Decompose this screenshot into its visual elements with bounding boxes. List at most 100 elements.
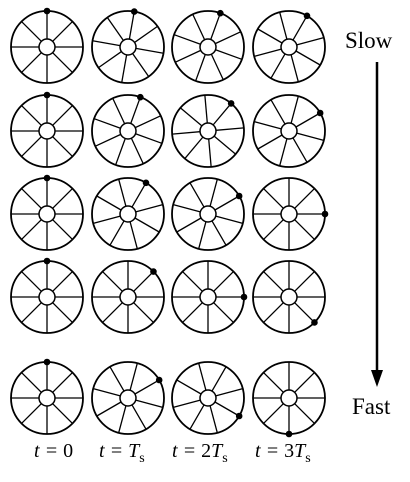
wheel-spoke bbox=[270, 99, 286, 125]
wheel-spoke bbox=[294, 271, 315, 292]
wheel-spoke bbox=[21, 372, 42, 393]
wheel-spoke bbox=[21, 403, 42, 424]
wheel-spoke bbox=[134, 217, 160, 233]
wheel-spoke bbox=[131, 404, 147, 430]
wheel-hub bbox=[38, 38, 56, 56]
wheel-spoke bbox=[118, 405, 127, 433]
wheel-spoke bbox=[102, 271, 123, 292]
wheel-hub bbox=[119, 288, 137, 306]
wheel bbox=[10, 358, 84, 435]
wheel-spoke bbox=[173, 204, 201, 213]
wheel-spoke bbox=[208, 138, 212, 167]
wheel bbox=[91, 361, 165, 435]
wheel-spoke bbox=[96, 401, 122, 417]
wheel-spoke bbox=[184, 136, 204, 159]
wheel-spoke bbox=[129, 363, 138, 391]
wheel-spoke bbox=[21, 105, 42, 126]
wheel-spoke bbox=[213, 302, 234, 323]
wheel-spoke bbox=[263, 372, 284, 393]
wheel bbox=[10, 257, 84, 334]
wheel-spoke bbox=[263, 403, 284, 424]
wheel-spoke bbox=[135, 47, 164, 54]
wheel-hub bbox=[119, 38, 137, 56]
wheel-spoke bbox=[134, 379, 160, 395]
wheel-spoke bbox=[189, 182, 205, 208]
wheel bbox=[252, 260, 326, 334]
wheel-spoke bbox=[290, 96, 299, 124]
wheel-spoke bbox=[213, 271, 234, 292]
wheel bbox=[252, 177, 329, 251]
wheel-spoke bbox=[198, 221, 207, 249]
wheel-spoke bbox=[295, 50, 321, 66]
wheel-spoke bbox=[173, 34, 201, 45]
wheel-spoke bbox=[112, 98, 126, 125]
wheel-spoke bbox=[263, 302, 284, 323]
wheel-hub bbox=[38, 122, 56, 140]
marker-dot bbox=[321, 210, 329, 218]
wheel bbox=[91, 93, 165, 168]
wheel-spoke bbox=[134, 25, 158, 43]
wheel-hub bbox=[280, 389, 298, 407]
wheel-spoke bbox=[21, 21, 42, 42]
wheel-spoke bbox=[211, 366, 227, 392]
wheel-spoke bbox=[254, 121, 282, 130]
wheel bbox=[171, 94, 245, 168]
wheel-spoke bbox=[270, 53, 286, 79]
wheel-spoke bbox=[121, 54, 128, 83]
wheel-spoke bbox=[130, 96, 141, 124]
wheel-spoke bbox=[198, 363, 207, 391]
wheel-spoke bbox=[128, 11, 135, 40]
wheel-spoke bbox=[93, 118, 121, 129]
time-label-t2: t = 2Ts bbox=[172, 440, 228, 466]
wheel-spoke bbox=[176, 379, 202, 395]
wheel-spoke bbox=[175, 49, 202, 63]
marker-dot bbox=[316, 109, 324, 117]
wheel-spoke bbox=[135, 133, 163, 144]
wheel-spoke bbox=[263, 271, 284, 292]
wheel-hub bbox=[199, 122, 217, 140]
wheel bbox=[91, 260, 165, 334]
wheel-spoke bbox=[254, 48, 282, 57]
wheel-spoke bbox=[52, 302, 73, 323]
wheel-hub bbox=[280, 205, 298, 223]
wheel-spoke bbox=[133, 271, 154, 292]
marker-dot bbox=[285, 430, 293, 438]
wheel bbox=[171, 361, 245, 435]
wheel-spoke bbox=[214, 195, 240, 211]
marker-dot bbox=[240, 293, 248, 301]
wheel-spoke bbox=[209, 405, 218, 433]
wheel-spoke bbox=[294, 403, 315, 424]
wheel-spoke bbox=[21, 188, 42, 209]
wheel-hub bbox=[38, 389, 56, 407]
wheel-hub bbox=[280, 288, 298, 306]
wheel-spoke bbox=[257, 28, 283, 44]
wheel-spoke bbox=[134, 115, 161, 129]
wheel-hub bbox=[119, 205, 137, 223]
wheel-spoke bbox=[130, 137, 144, 164]
wheel bbox=[10, 91, 84, 168]
wheel-spoke bbox=[135, 399, 163, 408]
wheel-spoke bbox=[118, 179, 127, 207]
wheel-spoke bbox=[21, 52, 42, 73]
wheel-spoke bbox=[115, 138, 126, 166]
wheel-spoke bbox=[52, 372, 73, 393]
marker-dot bbox=[150, 268, 157, 275]
wheel-spoke bbox=[192, 14, 206, 41]
wheel-spoke bbox=[52, 52, 73, 73]
wheel-spoke bbox=[21, 302, 42, 323]
wheel-spoke bbox=[92, 40, 121, 47]
wheel-spoke bbox=[215, 49, 243, 60]
wheel-spoke bbox=[215, 388, 243, 397]
wheel-spoke bbox=[292, 137, 308, 163]
wheel-spoke bbox=[109, 366, 125, 392]
wheel-spoke bbox=[96, 195, 122, 211]
wheel bbox=[91, 8, 165, 84]
marker-dot bbox=[142, 179, 150, 187]
marker-dot bbox=[155, 376, 163, 384]
wheel-spoke bbox=[129, 221, 138, 249]
wheel-spoke bbox=[209, 179, 218, 207]
wheel-hub bbox=[199, 288, 217, 306]
wheel-spoke bbox=[182, 302, 203, 323]
wheel-spoke bbox=[133, 302, 154, 323]
marker-dot bbox=[303, 12, 311, 20]
